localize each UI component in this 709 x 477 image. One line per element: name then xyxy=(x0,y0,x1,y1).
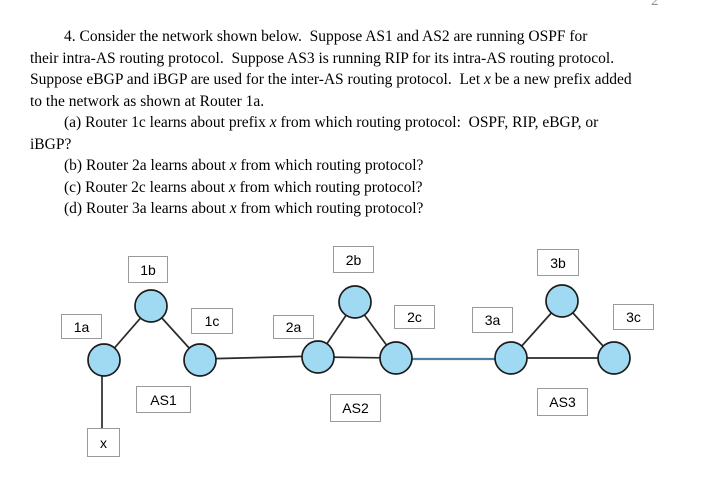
router-3b-node xyxy=(545,284,579,318)
prefix-x-variable: x xyxy=(229,157,237,174)
text-segment: be a new prefix added xyxy=(490,71,632,88)
label-as1: AS1 xyxy=(136,386,191,413)
label-as2: AS2 xyxy=(330,394,381,422)
router-3c-node xyxy=(597,341,631,375)
text-segment: (d) Router 3a learns about xyxy=(64,200,230,217)
prefix-x-variable: x xyxy=(228,178,236,196)
label-router-3c: 3c xyxy=(613,304,654,330)
label-router-1b: 1b xyxy=(128,256,168,283)
text-segment: 4. Consider the network shown below. Sup… xyxy=(64,28,588,45)
question-text-block: 4. Consider the network shown below. Sup… xyxy=(30,26,700,220)
text-segment: from which routing protocol: OSPF, RIP, … xyxy=(276,114,599,131)
router-1a-node xyxy=(87,343,121,377)
link-1c-2a xyxy=(199,355,319,360)
label-router-3a: 3a xyxy=(472,307,513,333)
question-part-d: (d) Router 3a learns about x from which … xyxy=(30,198,700,220)
question-part-a-continued: iBGP? xyxy=(30,134,700,156)
label-router-1a: 1a xyxy=(61,314,102,339)
text-segment: from which routing protocol? xyxy=(236,157,424,174)
router-2c-node xyxy=(379,341,413,375)
page-number: 2 xyxy=(651,0,659,9)
label-router-2a: 2a xyxy=(273,315,314,339)
text-segment: Suppose eBGP and iBGP are used for the i… xyxy=(30,71,484,88)
question-line-2: their intra-AS routing protocol. Suppose… xyxy=(30,48,700,70)
text-segment: from which routing protocol? xyxy=(236,200,424,217)
prefix-x-variable: x xyxy=(484,71,491,88)
question-part-c: (c) Router 2c learns about x from which … xyxy=(30,177,700,199)
question-part-a: (a) Router 1c learns about prefix x from… xyxy=(30,112,700,134)
text-segment: (c) Router 2c learns about xyxy=(64,178,229,196)
prefix-x-variable: x xyxy=(229,200,237,217)
router-2b-node xyxy=(338,285,372,319)
question-line-4: to the network as shown at Router 1a. xyxy=(30,91,700,113)
text-segment: from which routing protocol? xyxy=(235,178,423,196)
text-segment: to the network as shown at Router 1a. xyxy=(30,92,265,110)
text-segment: (b) Router 2a learns about xyxy=(64,157,230,174)
label-router-2c: 2c xyxy=(394,305,435,329)
router-3a-node xyxy=(494,341,528,375)
prefix-x-variable: x xyxy=(269,114,277,131)
question-part-b: (b) Router 2a learns about x from which … xyxy=(30,155,700,177)
label-as3: AS3 xyxy=(537,388,588,416)
label-router-3b: 3b xyxy=(537,249,579,276)
router-2a-node xyxy=(301,340,335,374)
text-segment: (a) Router 1c learns about prefix xyxy=(64,114,270,131)
question-line-3: Suppose eBGP and iBGP are used for the i… xyxy=(30,69,700,91)
question-line-1: 4. Consider the network shown below. Sup… xyxy=(30,26,700,48)
label-prefix-x: x xyxy=(87,428,120,457)
label-router-2b: 2b xyxy=(333,246,374,273)
label-router-1c: 1c xyxy=(191,308,233,334)
text-segment: iBGP? xyxy=(30,135,72,153)
router-1c-node xyxy=(183,343,217,377)
text-segment: their intra-AS routing protocol. Suppose… xyxy=(30,49,615,67)
router-1b-node xyxy=(134,289,168,323)
